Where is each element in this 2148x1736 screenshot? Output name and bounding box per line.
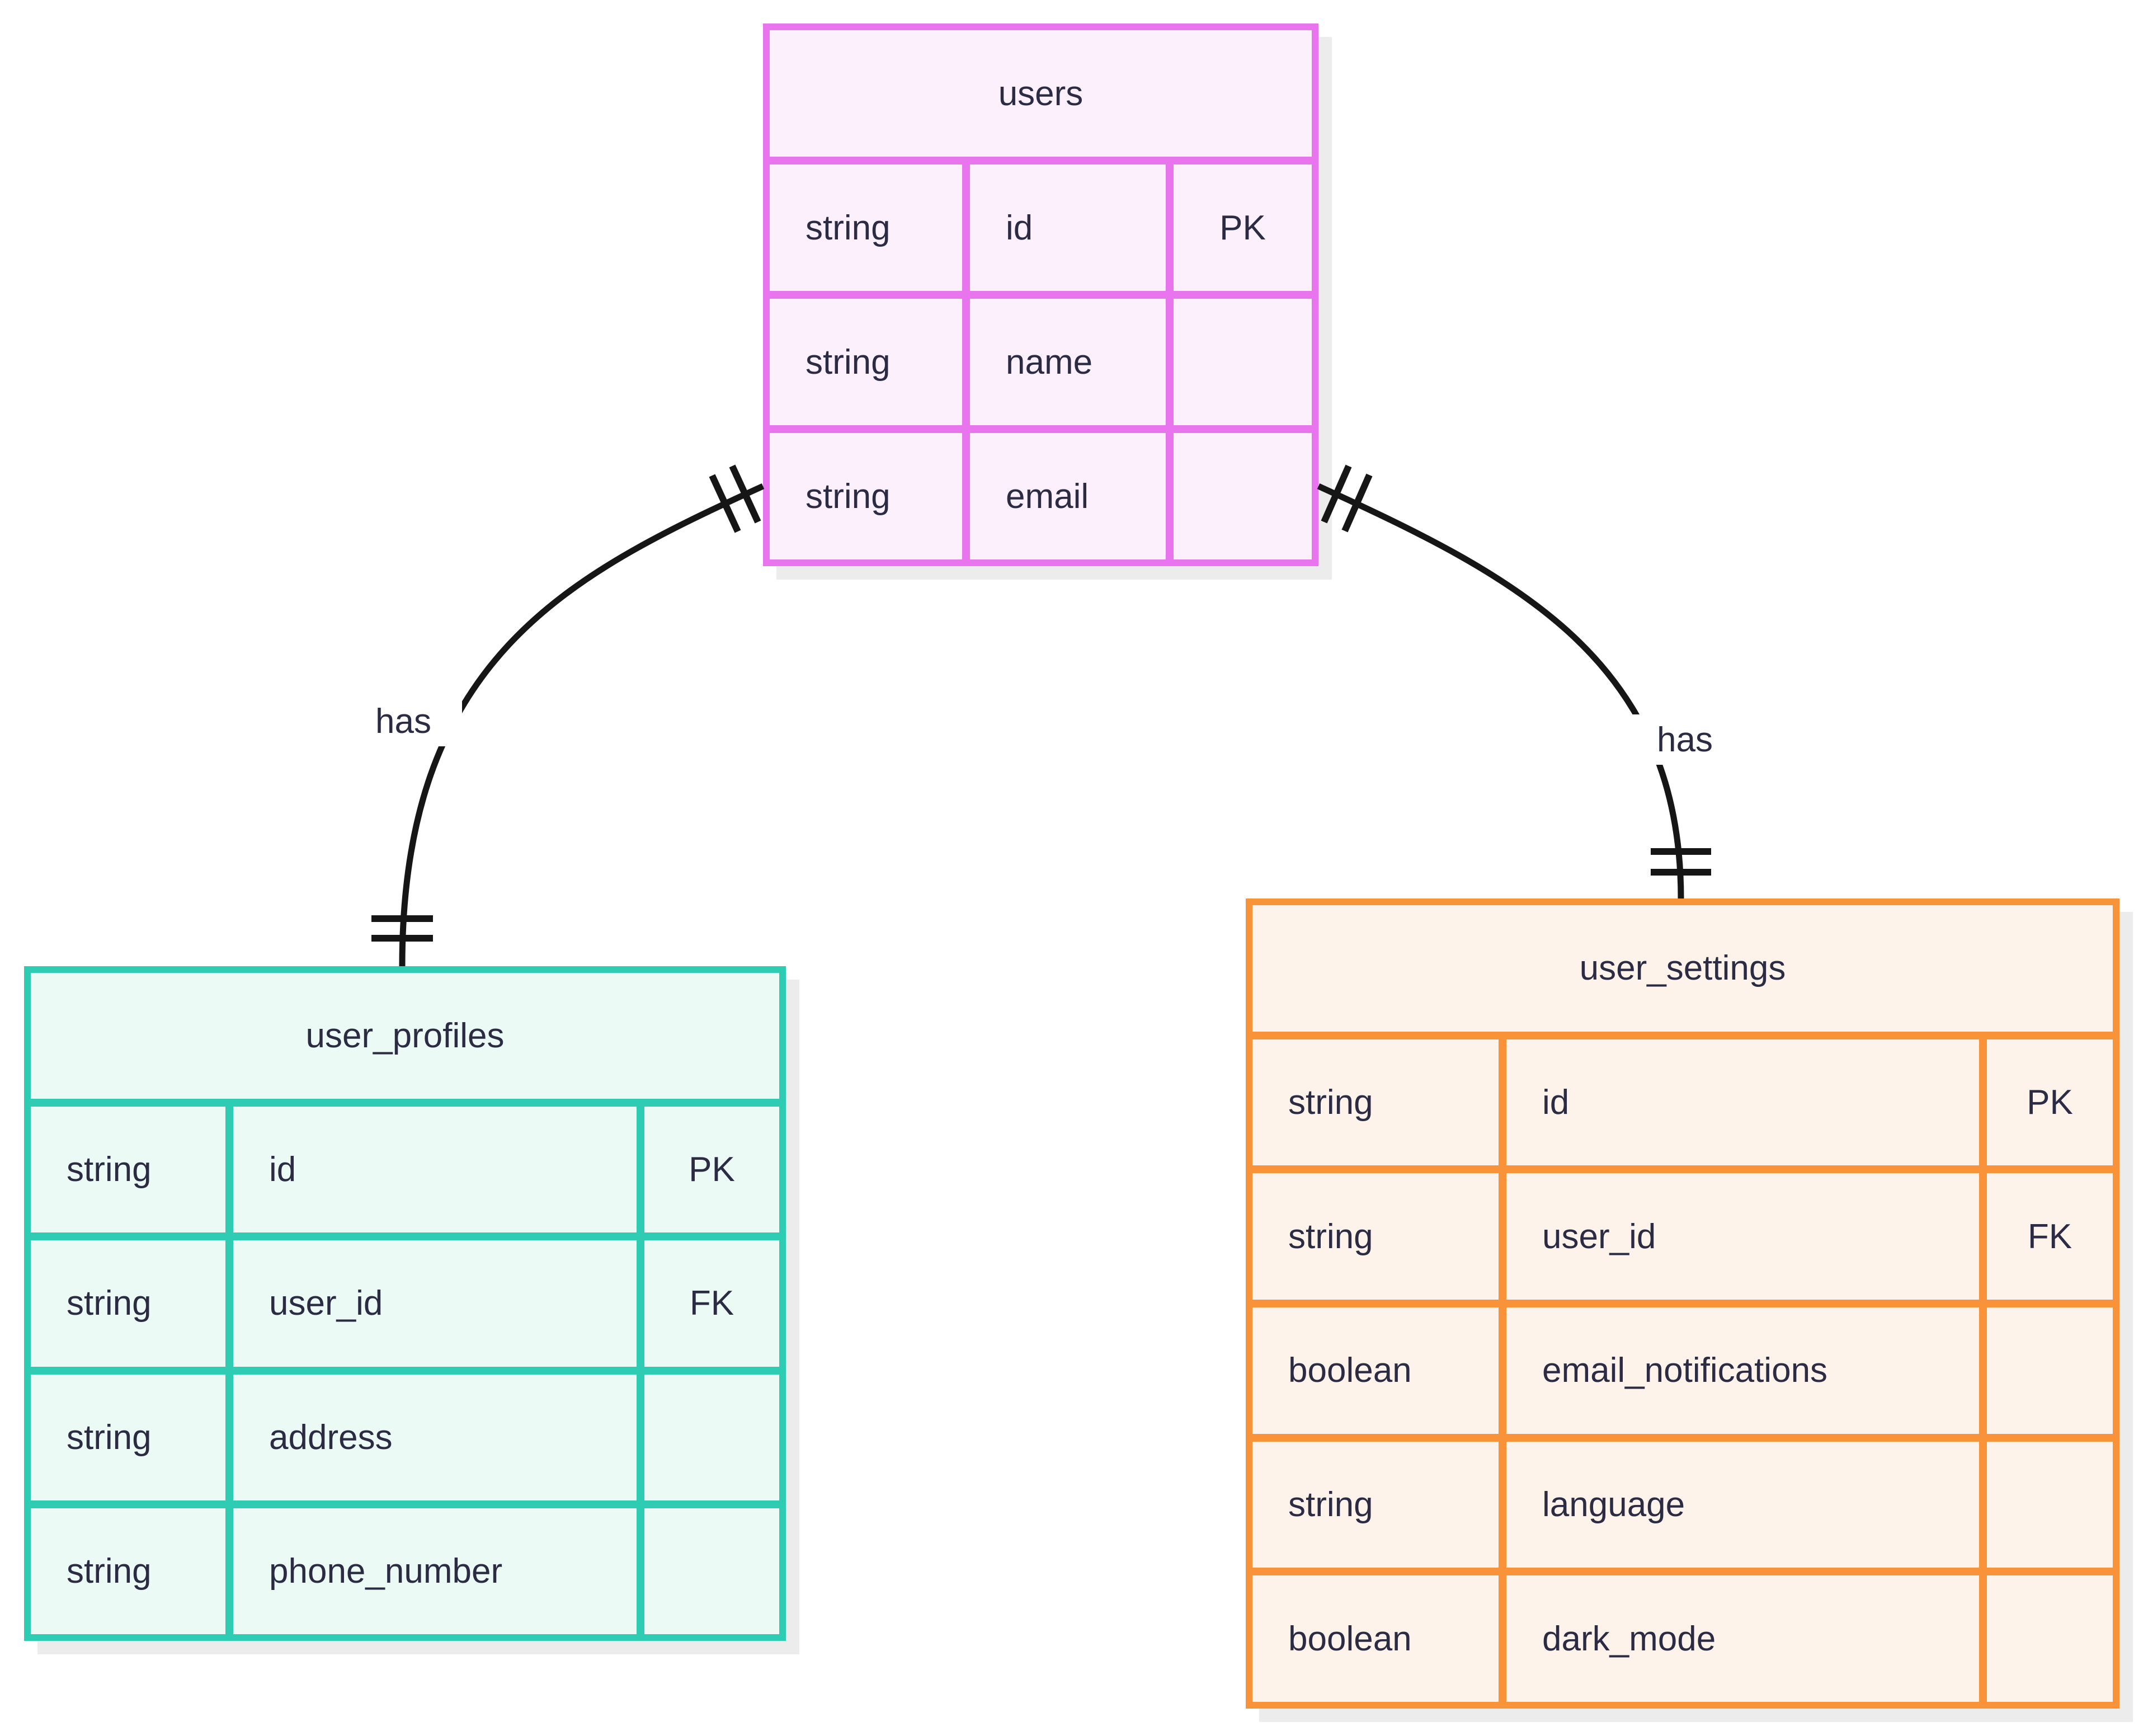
user-settings-row-id-type: string: [1252, 1039, 1499, 1166]
user-settings-row-email-notif-key: [1987, 1307, 2113, 1434]
user-settings-row-id-key: PK: [1987, 1039, 2113, 1166]
user-settings-row-user-id-name: user_id: [1506, 1173, 1979, 1300]
user-settings-row-dark-mode-type: boolean: [1252, 1575, 1499, 1702]
cardinality-one-marker-user-profiles-icon: [371, 915, 433, 942]
user-profiles-row-phone-type: string: [31, 1508, 225, 1634]
users-row-id-key: PK: [1174, 164, 1312, 291]
users-row-name-type: string: [770, 299, 962, 425]
user-settings-row-user-id-type: string: [1252, 1173, 1499, 1300]
entity-users: users string id PK string name string em…: [763, 23, 1318, 566]
cardinality-one-marker-users-right-icon: [1321, 464, 1373, 533]
entity-user-settings: user_settings string id PK string user_i…: [1246, 898, 2119, 1709]
user-settings-row-dark-mode-name: dark_mode: [1506, 1575, 1979, 1702]
user-profiles-row-user-id-name: user_id: [233, 1240, 637, 1367]
entity-user-profiles: user_profiles string id PK string user_i…: [24, 966, 786, 1641]
user-profiles-row-phone-key: [644, 1508, 779, 1634]
user-settings-row-email-notif-name: email_notifications: [1506, 1307, 1979, 1434]
relationship-line-users-user-settings: [1317, 483, 1684, 899]
user-settings-row-user-id-key: FK: [1987, 1173, 2113, 1300]
user-profiles-row-user-id-type: string: [31, 1240, 225, 1367]
user-settings-row-language-key: [1987, 1441, 2113, 1568]
users-row-email-name: email: [970, 433, 1166, 559]
user-settings-row-language-type: string: [1252, 1441, 1499, 1568]
user-profiles-row-user-id-key: FK: [644, 1240, 779, 1367]
users-row-email-type: string: [770, 433, 962, 559]
relationship-label-users-user-settings: has: [1626, 714, 1744, 765]
relationship-label-users-user-profiles: has: [345, 696, 462, 746]
user-profiles-row-id-type: string: [31, 1107, 225, 1233]
user-settings-row-email-notif-type: boolean: [1252, 1307, 1499, 1434]
cardinality-one-marker-users-left-icon: [709, 464, 761, 533]
user-profiles-row-address-key: [644, 1374, 779, 1500]
user-profiles-row-id-name: id: [233, 1107, 637, 1233]
users-row-name-name: name: [970, 299, 1166, 425]
user-profiles-row-phone-name: phone_number: [233, 1508, 637, 1634]
users-row-name-key: [1174, 299, 1312, 425]
user-profiles-row-address-type: string: [31, 1374, 225, 1500]
user-settings-row-id-name: id: [1506, 1039, 1979, 1166]
users-row-email-key: [1174, 433, 1312, 559]
users-row-id-name: id: [970, 164, 1166, 291]
user-settings-row-language-name: language: [1506, 1441, 1979, 1568]
cardinality-one-marker-user-settings-icon: [1651, 848, 1711, 876]
entity-user-settings-title: user_settings: [1252, 905, 2113, 1032]
users-row-id-type: string: [770, 164, 962, 291]
user-settings-row-dark-mode-key: [1987, 1575, 2113, 1702]
user-profiles-row-id-key: PK: [644, 1107, 779, 1233]
entity-users-title: users: [770, 30, 1312, 157]
entity-user-profiles-title: user_profiles: [31, 973, 779, 1099]
user-profiles-row-address-name: address: [233, 1374, 637, 1500]
